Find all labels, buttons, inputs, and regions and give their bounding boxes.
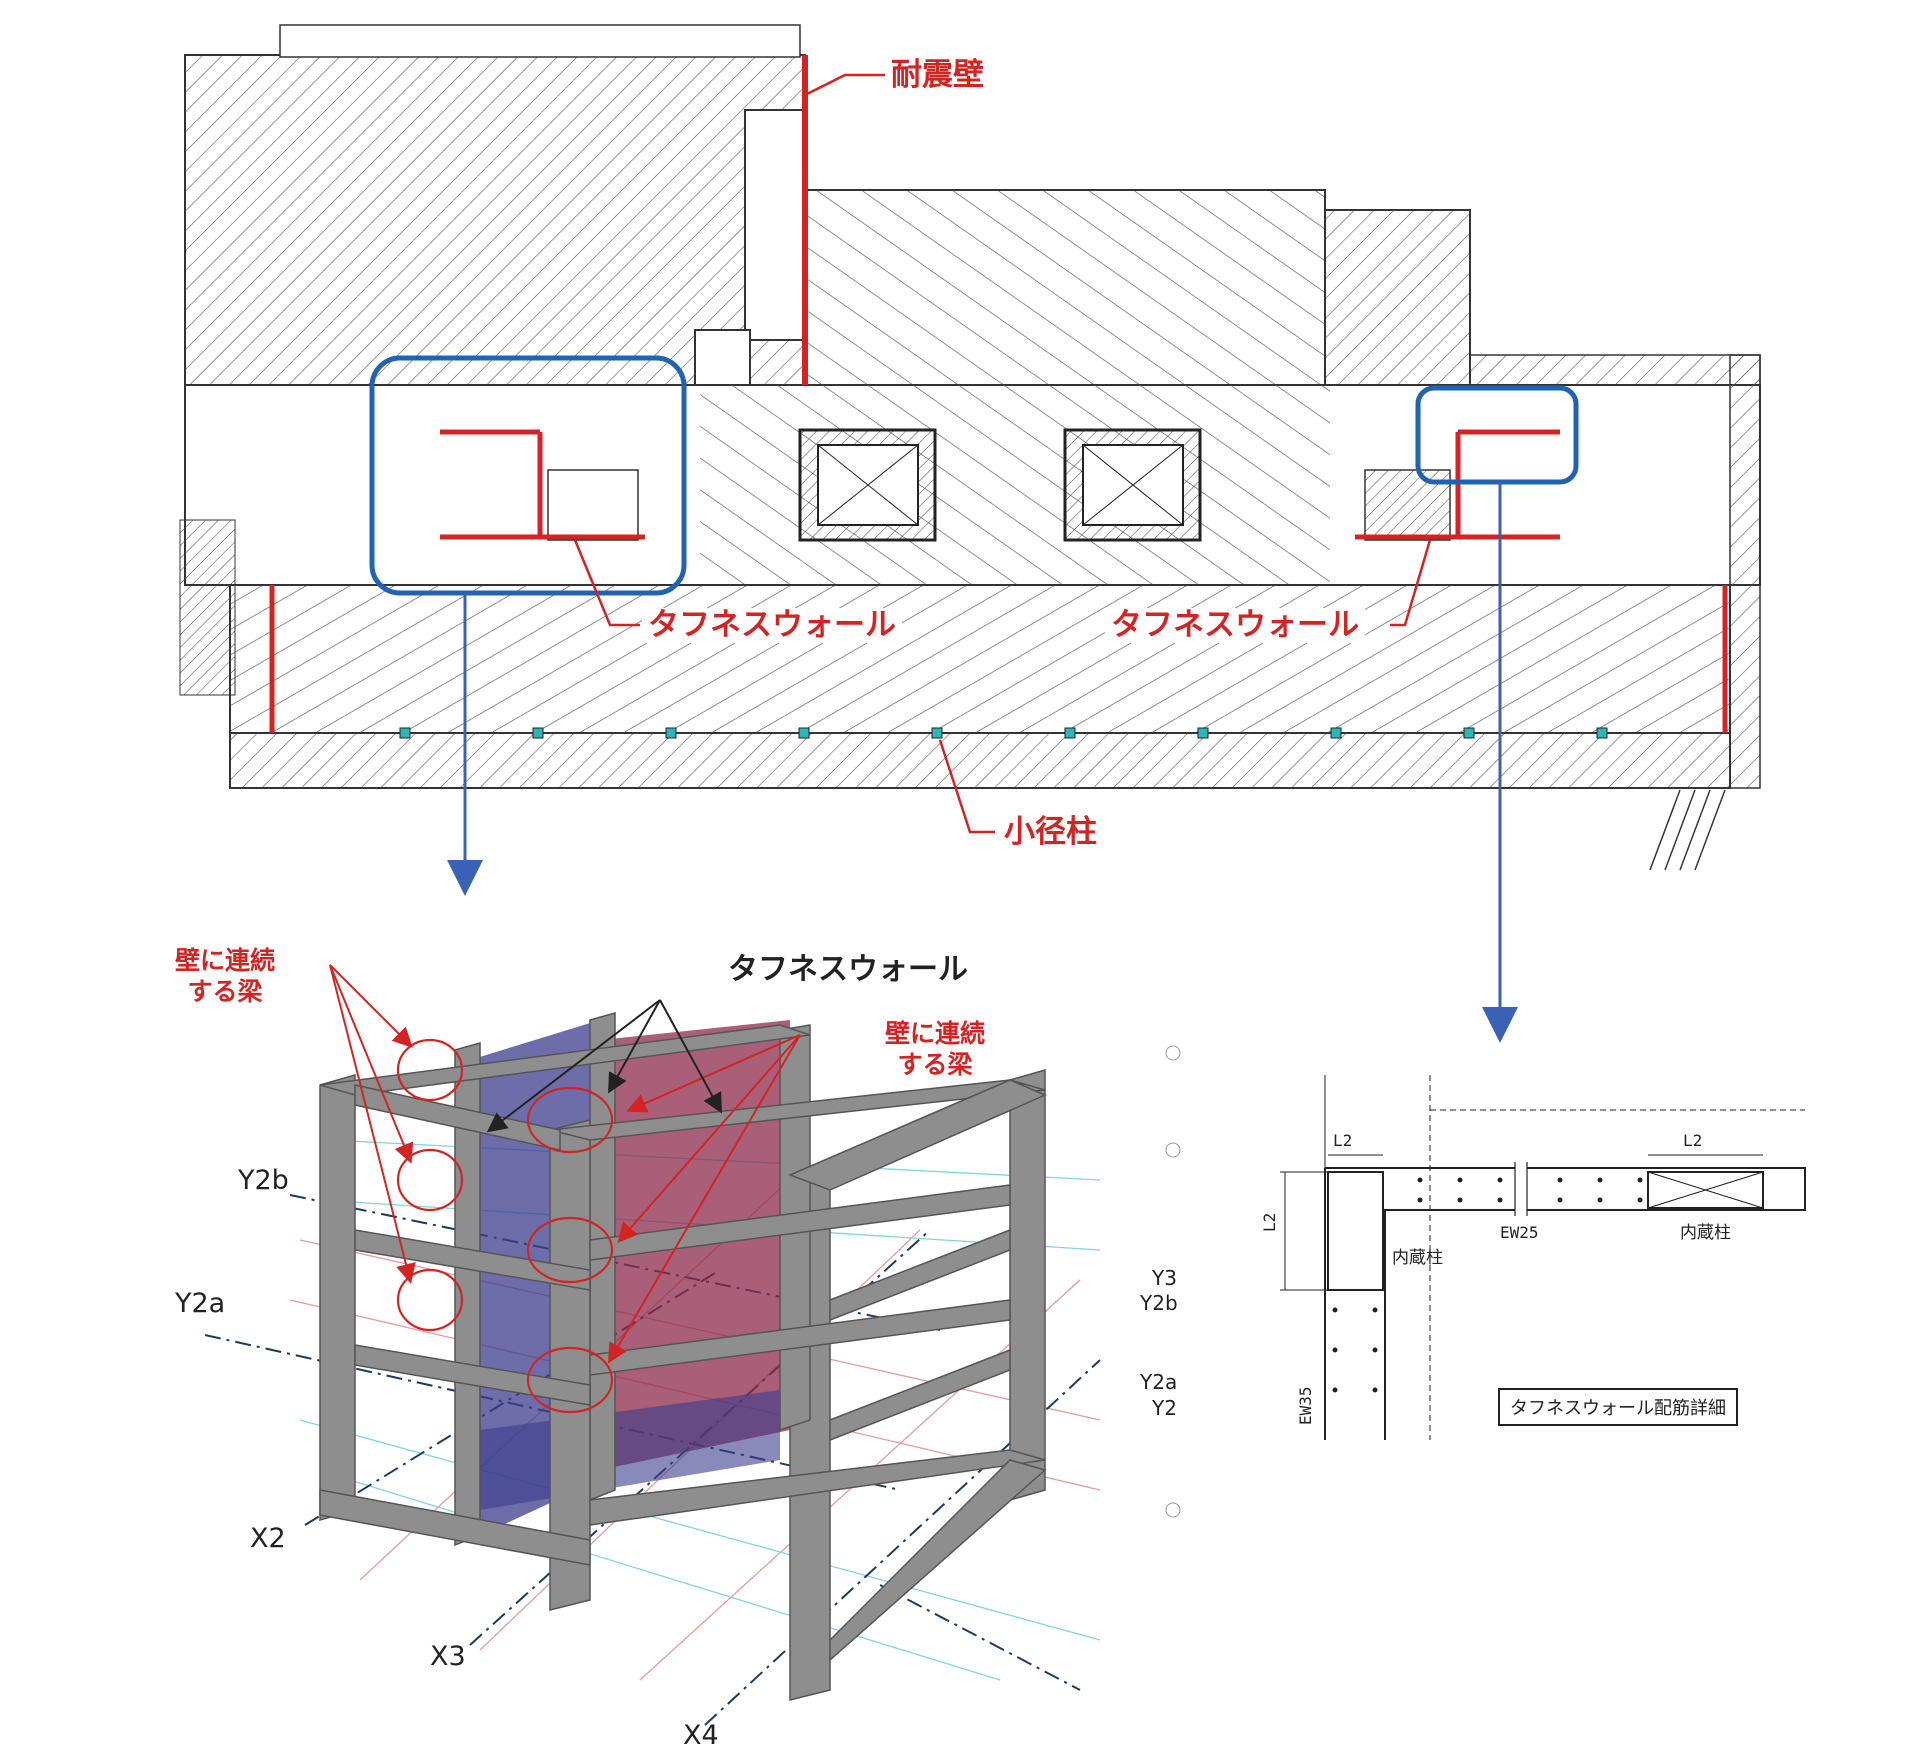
label-seismic-wall: 耐震壁 [885, 58, 990, 93]
axis-label-y2-right: Y2 [1152, 1396, 1177, 1420]
leader-toughness-left [573, 539, 640, 627]
plan-entrance-ramp [1649, 789, 1726, 871]
highlight-box-right [1415, 385, 1579, 485]
plan-right-edge [1729, 354, 1761, 789]
frame-members [319, 1012, 1047, 1701]
plan-roof-strip [279, 24, 801, 58]
toughness-wall-left [440, 429, 645, 540]
plan-right-step [1469, 354, 1761, 386]
label-toughness-wall-3d: タフネスウォール [728, 952, 968, 987]
detail-hidden-column-end [1647, 1171, 1764, 1209]
plan-exterior-stair [179, 519, 236, 696]
leader-seismic-wall [804, 73, 885, 97]
detail-dim-l2-side: L2 [1260, 1212, 1279, 1232]
elevator-core-left [798, 428, 937, 542]
highlight-box-left [369, 355, 687, 596]
plan-stair-shaft [744, 109, 806, 341]
beam-joint-circles [396, 1038, 614, 1414]
label-toughness-wall-left: タフネスウォール [642, 608, 902, 643]
plan-elevator-small [694, 329, 751, 386]
small-columns [399, 727, 1608, 739]
detail-caption: タフネスウォール配筋詳細 [1498, 1388, 1738, 1426]
axis-label-y2b-right: Y2b [1140, 1291, 1178, 1315]
model-3d [204, 964, 1181, 1726]
detail-label-hidden-column-left: 内蔵柱 [1392, 1248, 1443, 1268]
detail-label-ew25: EW25 [1500, 1223, 1539, 1242]
rebar-detail [1280, 1075, 1806, 1440]
detail-dimensions [1280, 1154, 1763, 1291]
axis-label-x3: X3 [430, 1641, 466, 1672]
plan-block-upper-right [1324, 209, 1471, 386]
axis-label-y2a: Y2a [175, 1288, 226, 1319]
label-beam-continuous-right: 壁に連続 する梁 [884, 1019, 985, 1080]
axis-label-y2b: Y2b [238, 1165, 289, 1196]
detail-rebar-dots [1332, 1177, 1643, 1393]
detail-hidden-column-corner [1327, 1171, 1384, 1291]
leader-small-column [938, 739, 995, 834]
plan-lower-band [229, 584, 1731, 734]
wall-leaders [486, 999, 722, 1133]
detail-label-hidden-column-right: 内蔵柱 [1680, 1223, 1731, 1243]
elevator-core-right [1063, 428, 1202, 542]
plan-middle-hatch [700, 385, 1330, 585]
axis-label-x2: X2 [250, 1523, 286, 1554]
grid-markers [1165, 1045, 1181, 1518]
floor-plan [179, 24, 1761, 1043]
detail-dim-l2-top-left: L2 [1333, 1131, 1353, 1150]
axis-label-y3: Y3 [1152, 1266, 1177, 1290]
plan-block-upper-mid [804, 189, 1326, 386]
plan-perimeter-strip [229, 732, 1731, 789]
label-toughness-wall-right: タフネスウォール [1105, 608, 1365, 643]
detail-label-ew35: EW35 [1296, 1386, 1315, 1425]
axis-label-y2a-right: Y2a [1140, 1370, 1178, 1394]
plan-stair-left [547, 469, 639, 541]
label-small-column: 小径柱 [998, 815, 1103, 850]
detail-dim-l2-top-right: L2 [1683, 1131, 1703, 1150]
detail-wall-outline [1324, 1167, 1806, 1440]
axis-label-x4: X4 [683, 1720, 719, 1751]
label-beam-continuous-left: 壁に連続 する梁 [174, 946, 275, 1007]
beam-leaders [329, 964, 801, 1364]
leader-toughness-right [1390, 539, 1432, 627]
